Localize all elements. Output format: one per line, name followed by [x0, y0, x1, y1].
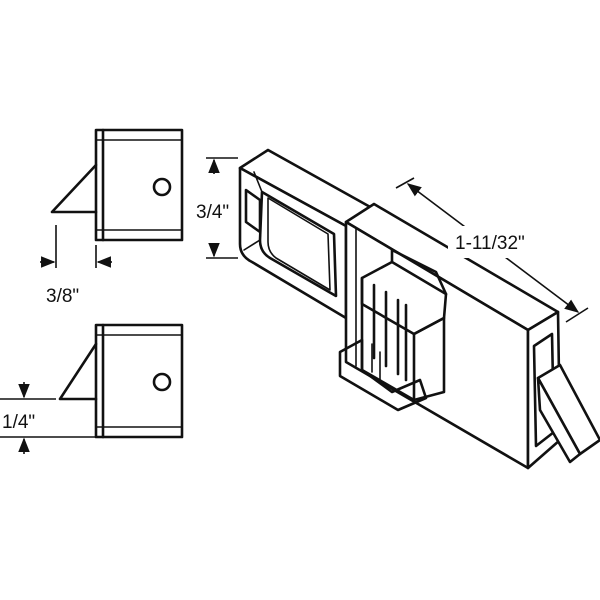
top-side-view: 3/8"	[40, 128, 184, 307]
dim-width-bottom-label: 1/4"	[2, 412, 35, 433]
top-block	[94, 128, 184, 242]
dim-length-label: 1-11/32"	[455, 233, 525, 254]
top-hole	[152, 177, 172, 197]
top-wedge	[50, 163, 98, 214]
bottom-block	[94, 323, 184, 439]
dim-height-label: 3/4"	[196, 202, 229, 223]
dim-width-top-label: 3/8"	[46, 286, 79, 307]
bottom-wedge	[58, 342, 98, 401]
height-dimension: 3/4"	[196, 157, 238, 259]
latch-bolt	[536, 363, 600, 464]
bottom-hole	[152, 372, 172, 392]
length-dimension: 1-11/32"	[395, 177, 589, 323]
bottom-side-view: 1/4"	[0, 323, 184, 454]
latch-isometric	[238, 148, 600, 470]
